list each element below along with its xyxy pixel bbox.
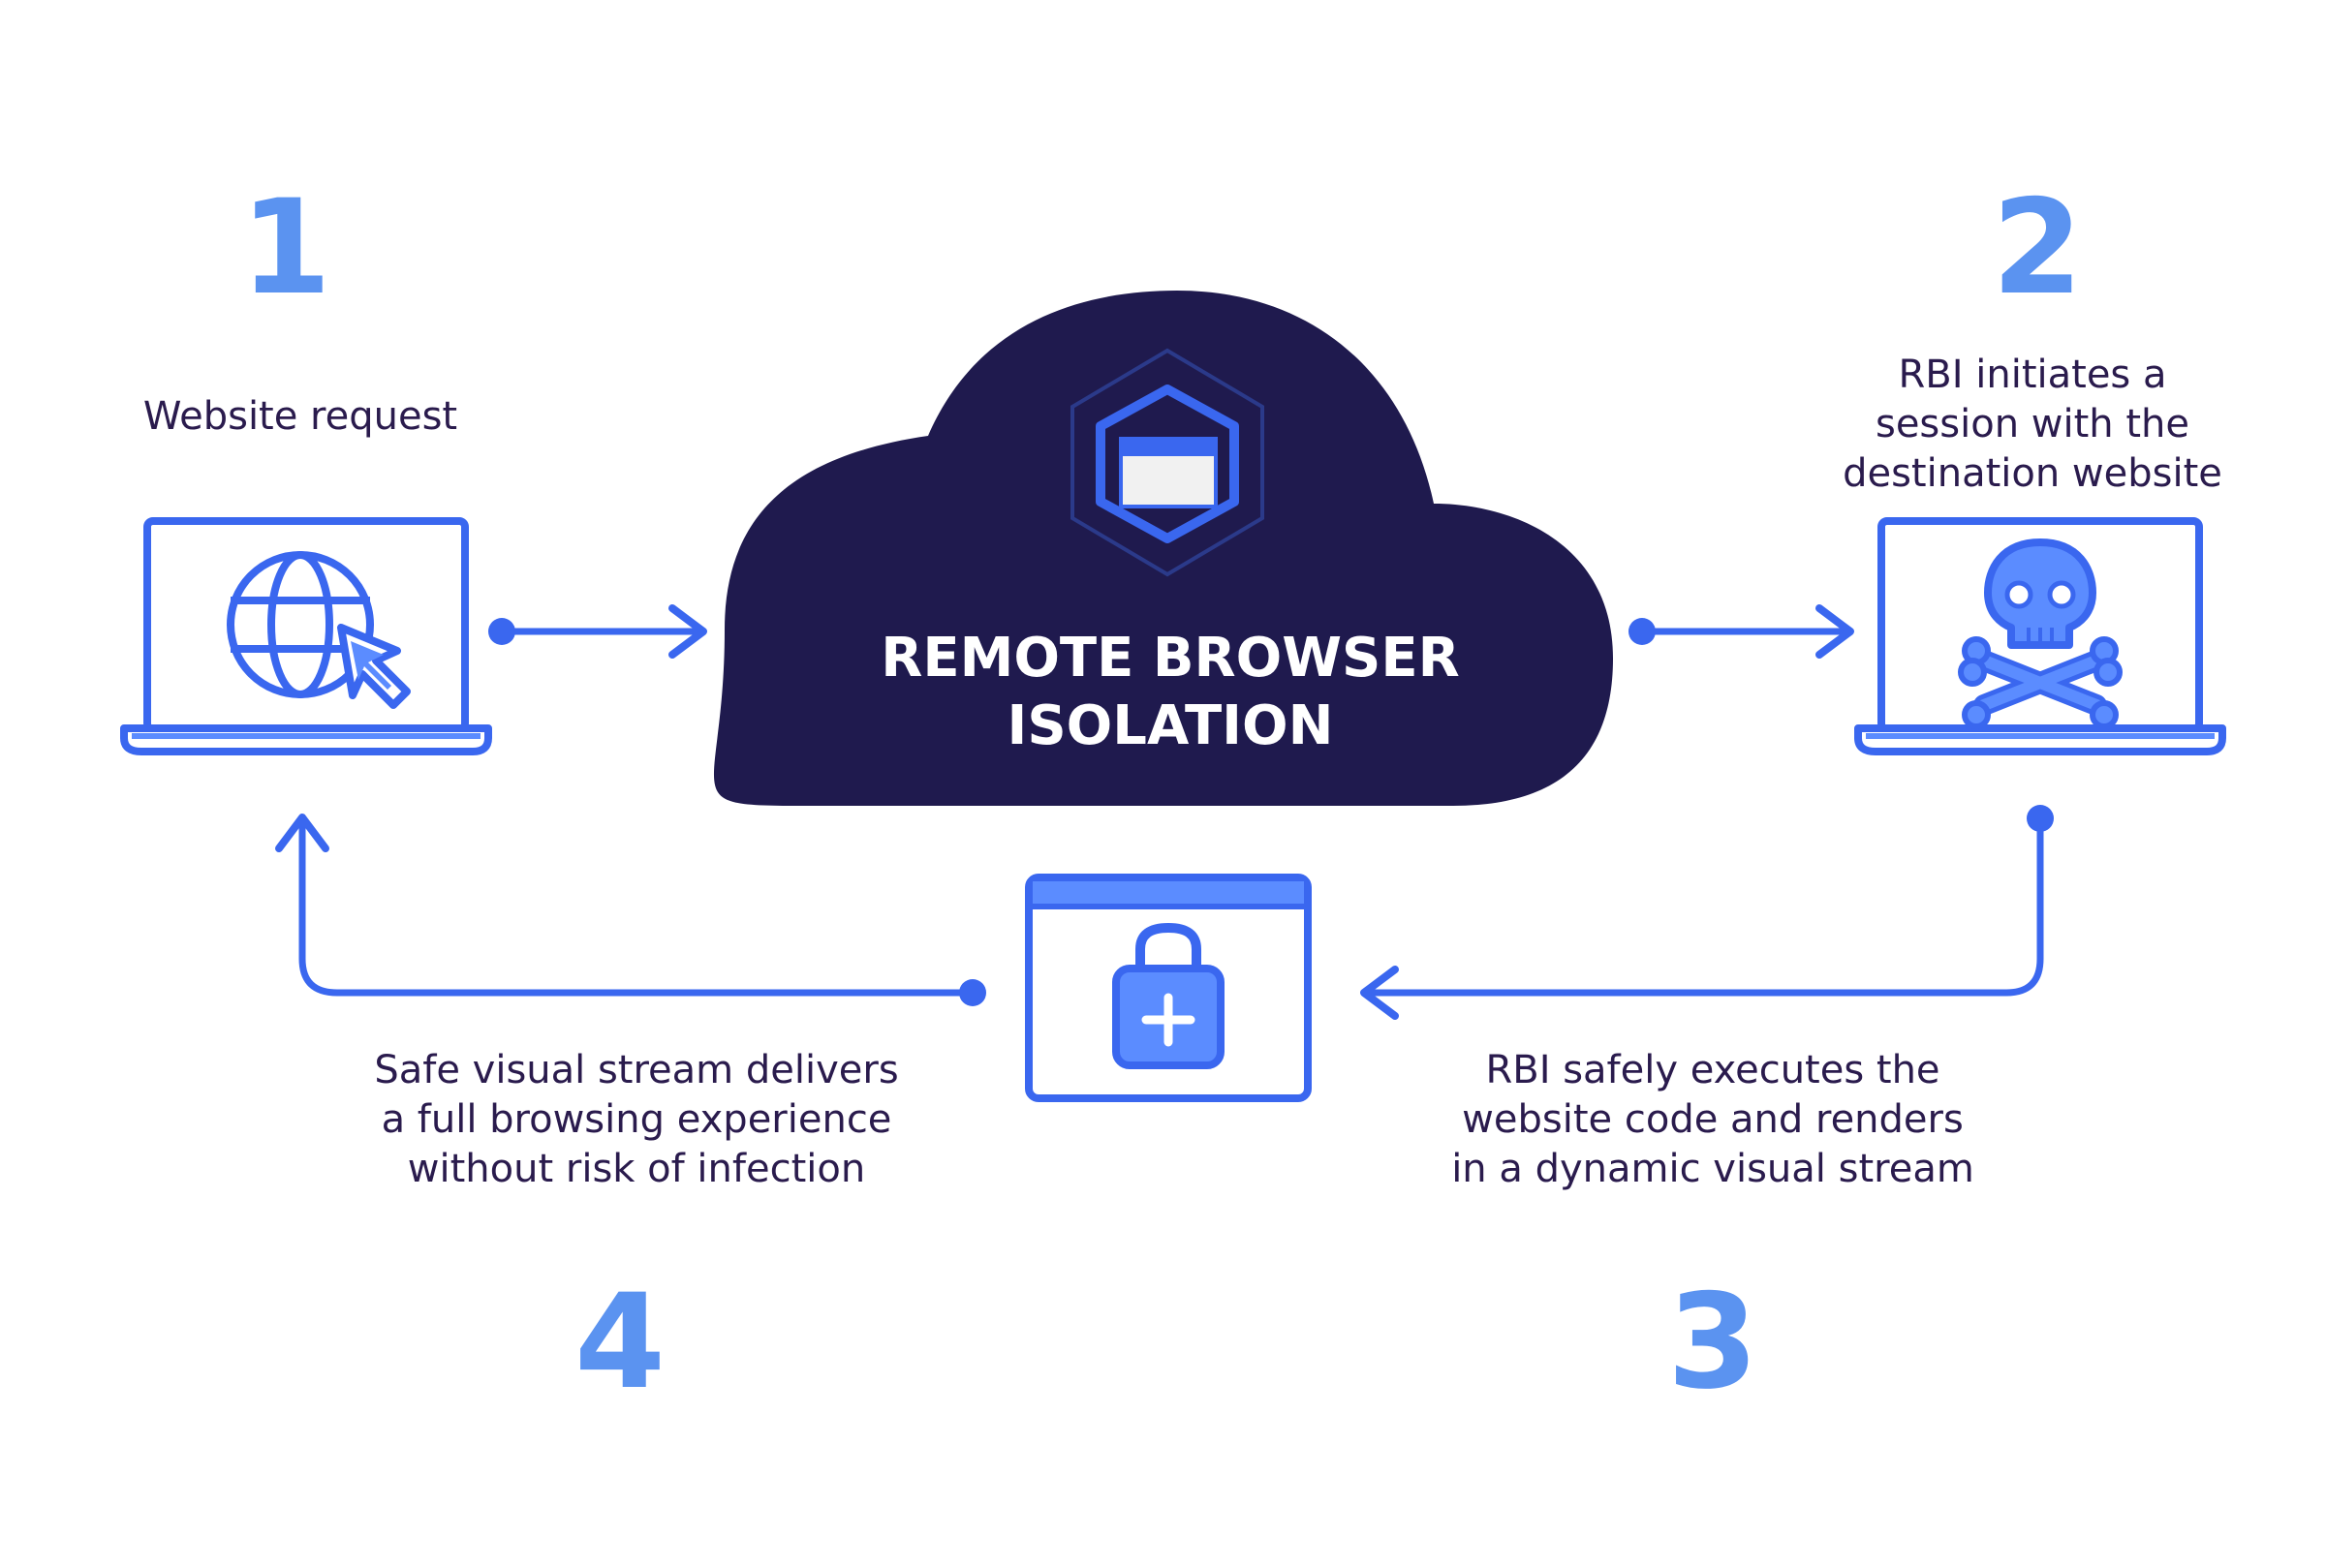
step-4-number: 4 bbox=[574, 1266, 666, 1418]
step-4-caption-line: Safe visual stream delivers bbox=[374, 1048, 898, 1092]
step-3-caption: RBI safely executes the website code and… bbox=[1451, 1048, 1974, 1191]
skull-crossbones-icon bbox=[1958, 538, 2123, 729]
cloud-title-line-1: REMOTE BROWSER bbox=[881, 627, 1460, 690]
step-3-number: 3 bbox=[1667, 1266, 1758, 1418]
step-2-caption-line: RBI initiates a bbox=[1899, 353, 2167, 397]
arrow-render bbox=[1360, 805, 2054, 1020]
step-1-badge: 1 bbox=[218, 171, 373, 331]
step-2-number: 2 bbox=[1992, 171, 2083, 323]
step-1-caption: Website request bbox=[143, 394, 457, 439]
step-3-caption-line: in a dynamic visual stream bbox=[1451, 1147, 1974, 1191]
step-4-caption-line: a full browsing experience bbox=[382, 1097, 892, 1142]
hexagon-browser-icon bbox=[1070, 348, 1264, 577]
step-3-caption-line: website code and renders bbox=[1462, 1097, 1964, 1142]
step-2-badge: 2 bbox=[1960, 171, 2115, 327]
step-4-caption: Safe visual stream delivers a full brows… bbox=[374, 1048, 898, 1191]
step-2-caption: RBI initiates a session with the destina… bbox=[1843, 353, 2222, 496]
browser-lock-icon bbox=[1025, 874, 1312, 1102]
step-4-badge: 4 bbox=[543, 1266, 698, 1421]
globe-cursor-icon bbox=[227, 551, 411, 709]
cloud-title-line-2: ISOLATION bbox=[1008, 694, 1334, 757]
cloud-shape bbox=[713, 291, 1613, 806]
step-2-caption-line: session with the bbox=[1876, 402, 2189, 446]
step-2-caption-line: destination website bbox=[1843, 451, 2222, 496]
step-1-number: 1 bbox=[240, 171, 331, 323]
step-4-caption-line: without risk of infection bbox=[408, 1147, 865, 1191]
arrow-stream bbox=[275, 814, 986, 1006]
step-3-badge: 3 bbox=[1635, 1266, 1790, 1421]
arrow-session bbox=[1628, 604, 1854, 659]
step-3-caption-line: RBI safely executes the bbox=[1485, 1048, 1939, 1092]
arrow-request bbox=[488, 604, 707, 659]
